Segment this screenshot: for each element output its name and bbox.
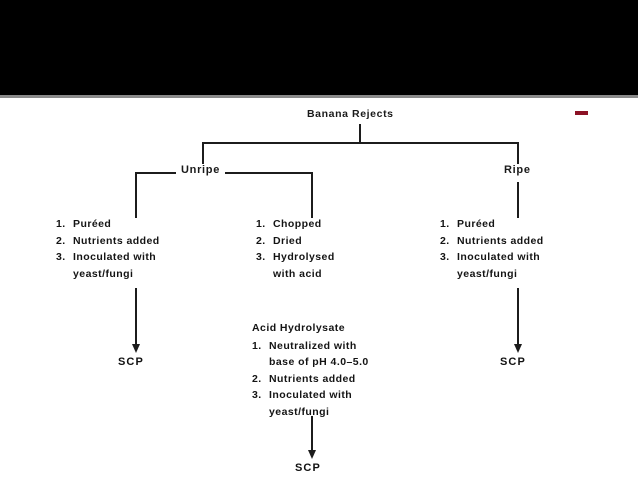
step-text: Inoculated with xyxy=(269,389,353,401)
output-node-scp-left: SCP xyxy=(118,356,144,368)
step-text-continuation: base of pH 4.0–5.0 xyxy=(269,356,369,368)
branch-label-ripe: Ripe xyxy=(499,164,536,176)
flowchart: Banana Rejects Unripe Ripe 1. Puréed 2. … xyxy=(0,98,638,479)
step-text: Dried xyxy=(273,234,303,247)
step-number: 1. xyxy=(252,339,262,352)
process-step: 3. Inoculated with xyxy=(440,249,544,266)
process-list-unripe-chopped: 1. Chopped 2. Dried 3. Hydrolysed with a… xyxy=(256,216,335,282)
connector-main-split-bar xyxy=(202,142,519,144)
step-number: 3. xyxy=(252,389,262,401)
process-step: 2. Nutrients added xyxy=(252,371,369,388)
process-step: 1. Puréed xyxy=(440,216,544,233)
process-step: 2. Nutrients added xyxy=(56,233,160,250)
step-number: 1. xyxy=(256,218,266,230)
process-list-ripe-pureed: 1. Puréed 2. Nutrients added 3. Inoculat… xyxy=(440,216,544,282)
step-number: 1. xyxy=(56,218,66,230)
branch-label-unripe: Unripe xyxy=(176,164,226,176)
step-number: 3. xyxy=(440,251,450,263)
output-node-scp-right: SCP xyxy=(500,356,526,368)
connector-to-ripe xyxy=(517,142,519,172)
step-text: Chopped xyxy=(273,218,322,230)
step-text-continuation: yeast/fungi xyxy=(457,267,518,280)
arrow-acid-hydrolysate-to-scp xyxy=(311,416,313,452)
process-step: 2. Nutrients added xyxy=(440,233,544,250)
connector-unripe-left-drop xyxy=(135,172,137,218)
red-dash-mark-icon xyxy=(575,111,588,115)
arrow-head-icon xyxy=(307,450,316,459)
arrow-head-icon xyxy=(513,344,522,353)
connector-to-unripe xyxy=(202,142,204,172)
connector-root-stem xyxy=(359,124,361,142)
process-step: 3. Inoculated with xyxy=(56,249,160,266)
root-node-banana-rejects: Banana Rejects xyxy=(307,108,394,120)
step-number: 2. xyxy=(56,234,66,247)
step-text: Neutralized with xyxy=(269,339,357,352)
arrow-unripe-pureed-to-scp xyxy=(135,288,137,346)
process-step: 1. Neutralized with xyxy=(252,338,369,355)
process-list-acid-hydrolysate: Acid Hydrolysate 1. Neutralized with bas… xyxy=(252,320,369,420)
header-black-band xyxy=(0,0,638,95)
header-separator-rule xyxy=(0,95,638,98)
connector-unripe-right-drop xyxy=(311,172,313,218)
connector-ripe-drop xyxy=(517,182,519,218)
intermediate-heading: Acid Hydrolysate xyxy=(252,322,345,334)
step-number: 2. xyxy=(252,372,262,385)
step-number: 3. xyxy=(256,251,266,263)
step-text: Nutrients added xyxy=(269,372,356,385)
process-step: 1. Puréed xyxy=(56,216,160,233)
process-step: 3. Hydrolysed xyxy=(256,249,335,266)
process-step: 2. Dried xyxy=(256,233,335,250)
process-list-unripe-pureed: 1. Puréed 2. Nutrients added 3. Inoculat… xyxy=(56,216,160,282)
process-step: 3. Inoculated with xyxy=(252,387,369,404)
step-text-continuation: with acid xyxy=(273,267,322,280)
step-text: Nutrients added xyxy=(457,234,544,247)
step-text-continuation: yeast/fungi xyxy=(73,267,134,280)
step-number: 1. xyxy=(440,218,450,230)
step-text: Inoculated with xyxy=(457,251,541,263)
step-number: 2. xyxy=(440,234,450,247)
step-text: Puréed xyxy=(457,218,496,230)
arrow-ripe-pureed-to-scp xyxy=(517,288,519,346)
step-text: Hydrolysed xyxy=(273,251,335,263)
step-text-continuation: yeast/fungi xyxy=(269,405,330,418)
output-node-scp-bottom: SCP xyxy=(295,462,321,474)
step-text: Puréed xyxy=(73,218,112,230)
process-step: 1. Chopped xyxy=(256,216,335,233)
arrow-head-icon xyxy=(131,344,140,353)
step-number: 3. xyxy=(56,251,66,263)
step-text: Inoculated with xyxy=(73,251,157,263)
step-number: 2. xyxy=(256,234,266,247)
step-text: Nutrients added xyxy=(73,234,160,247)
